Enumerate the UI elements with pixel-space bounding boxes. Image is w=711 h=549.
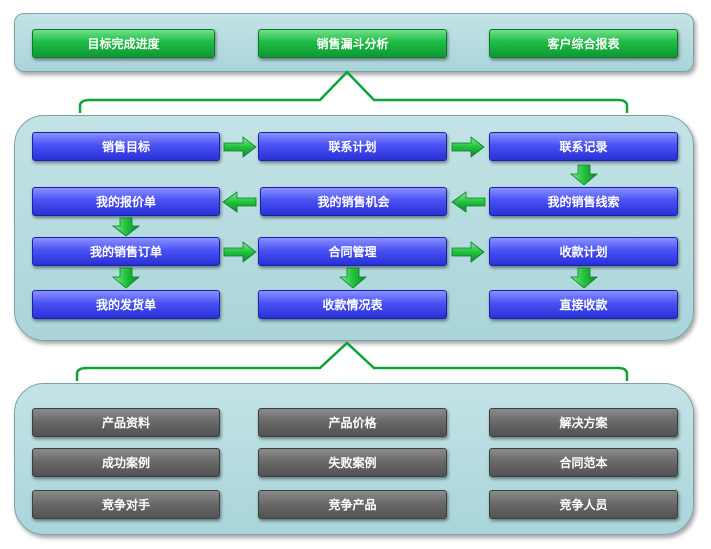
contract-template-button[interactable]: 合同范本 bbox=[489, 448, 678, 477]
right-arrow-icon bbox=[451, 136, 485, 158]
my-opportunity-button[interactable]: 我的销售机会 bbox=[260, 187, 447, 216]
my-lead-button[interactable]: 我的销售线索 bbox=[489, 187, 678, 216]
brace-bottom-connector bbox=[75, 341, 629, 381]
direct-payment-button[interactable]: 直接收款 bbox=[489, 290, 678, 319]
sales-target-button[interactable]: 销售目标 bbox=[32, 132, 220, 161]
customer-report-button[interactable]: 客户综合报表 bbox=[489, 29, 678, 58]
failure-case-button[interactable]: 失败案例 bbox=[258, 448, 447, 477]
down-arrow-icon bbox=[111, 217, 141, 237]
contract-management-button[interactable]: 合同管理 bbox=[258, 237, 447, 266]
my-quotation-button[interactable]: 我的报价单 bbox=[32, 187, 220, 216]
right-arrow-icon bbox=[223, 136, 257, 158]
my-sales-order-button[interactable]: 我的销售订单 bbox=[32, 237, 220, 266]
product-info-button[interactable]: 产品资料 bbox=[32, 408, 220, 437]
competing-product-button[interactable]: 竞争产品 bbox=[258, 490, 447, 519]
contact-plan-button[interactable]: 联系计划 bbox=[258, 132, 447, 161]
brace-top-connector bbox=[78, 70, 629, 113]
my-delivery-note-button[interactable]: 我的发货单 bbox=[32, 290, 220, 319]
solution-button[interactable]: 解决方案 bbox=[489, 408, 678, 437]
right-arrow-icon bbox=[451, 241, 485, 263]
left-arrow-icon bbox=[451, 191, 486, 213]
down-arrow-icon bbox=[569, 267, 599, 289]
right-arrow-icon bbox=[223, 241, 257, 263]
sales-funnel-button[interactable]: 销售漏斗分析 bbox=[258, 29, 447, 58]
down-arrow-icon bbox=[111, 267, 141, 289]
contact-record-button[interactable]: 联系记录 bbox=[489, 132, 678, 161]
payment-status-button[interactable]: 收款情况表 bbox=[258, 290, 447, 319]
competitor-staff-button[interactable]: 竞争人员 bbox=[489, 490, 678, 519]
success-case-button[interactable]: 成功案例 bbox=[32, 448, 220, 477]
goal-progress-button[interactable]: 目标完成进度 bbox=[32, 29, 215, 58]
payment-plan-button[interactable]: 收款计划 bbox=[489, 237, 678, 266]
down-arrow-icon bbox=[338, 267, 368, 289]
left-arrow-icon bbox=[222, 191, 257, 213]
competitor-button[interactable]: 竞争对手 bbox=[32, 490, 220, 519]
down-arrow-icon bbox=[569, 164, 599, 186]
product-price-button[interactable]: 产品价格 bbox=[258, 408, 447, 437]
